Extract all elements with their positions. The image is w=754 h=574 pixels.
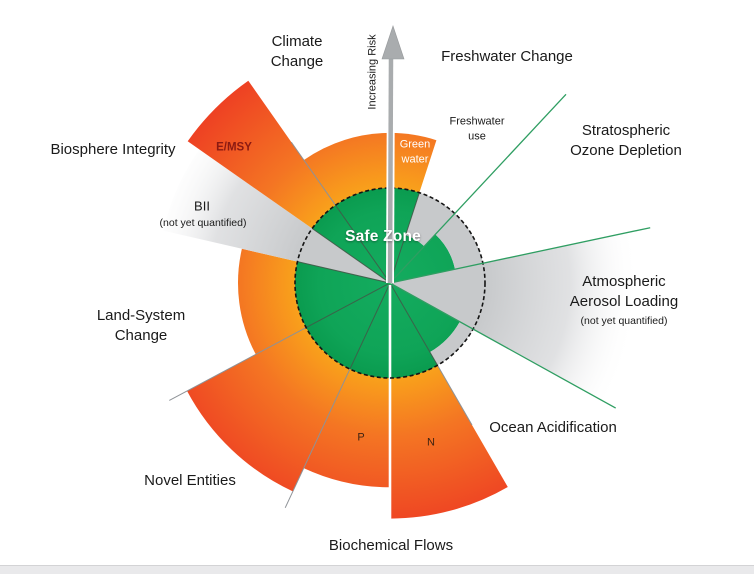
sector-divider-outer [437, 365, 473, 426]
atmospheric-aerosol-wedge [390, 231, 637, 403]
sector-divider [305, 283, 389, 329]
ocean-acidification-wedge [390, 283, 460, 353]
sector-divider [335, 204, 390, 282]
climate-change-safe-fill [335, 188, 390, 283]
arrow-shaft [387, 56, 394, 284]
sector-divider-outer [169, 327, 307, 401]
safe-zone-boundary-circle [294, 187, 486, 379]
page-bottom-edge [0, 565, 754, 574]
emsy-safe-fill [312, 205, 390, 283]
land-system-change-safe-fill [294, 261, 390, 328]
sector-divider-outer [290, 141, 336, 206]
sector-divider [311, 228, 389, 283]
green-guide-line [390, 93, 567, 282]
freshwater-use-wedge [390, 235, 425, 283]
novel-entities-safe-fill [306, 283, 390, 370]
arrow-head [381, 25, 405, 60]
freshwater-use-remaining-ring [405, 192, 455, 247]
sector-divider-outer [284, 368, 351, 509]
stratospheric-ozone-remaining-ring [435, 213, 483, 270]
sector-divider [390, 284, 438, 366]
divider-lines [169, 141, 473, 521]
dashed-boundary-circle [294, 187, 486, 379]
green-guide-line [391, 283, 617, 409]
increasing-risk-arrow [381, 25, 405, 284]
ocean-acidification-remaining-ring [429, 321, 474, 366]
green-guide-lines [390, 93, 651, 409]
nitrogen-safe-fill [390, 283, 438, 378]
green-guide-line [391, 227, 651, 284]
stratospheric-ozone-wedge [390, 234, 455, 283]
bii-wedge [163, 149, 390, 283]
sector-divider [349, 284, 390, 370]
phosphorus-safe-fill [349, 283, 390, 378]
sector-divider [297, 261, 389, 284]
sector-divider [390, 192, 420, 282]
sector-wedges [163, 80, 637, 519]
